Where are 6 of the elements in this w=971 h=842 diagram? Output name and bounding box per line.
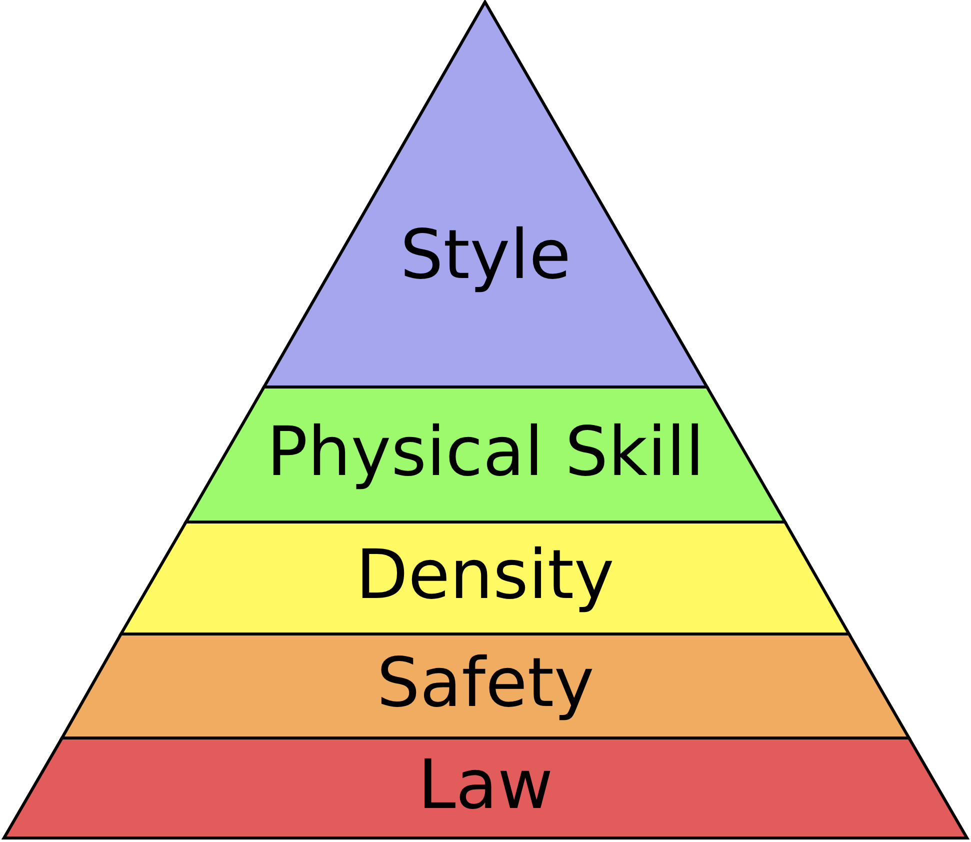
pyramid-tier [2, 736, 969, 840]
tier-label: Physical Skill [266, 419, 704, 488]
tier-label: Density [356, 542, 614, 610]
tier-label: Safety [376, 650, 594, 718]
tier-label: Law [418, 752, 554, 820]
tier-label: Style [400, 222, 571, 290]
